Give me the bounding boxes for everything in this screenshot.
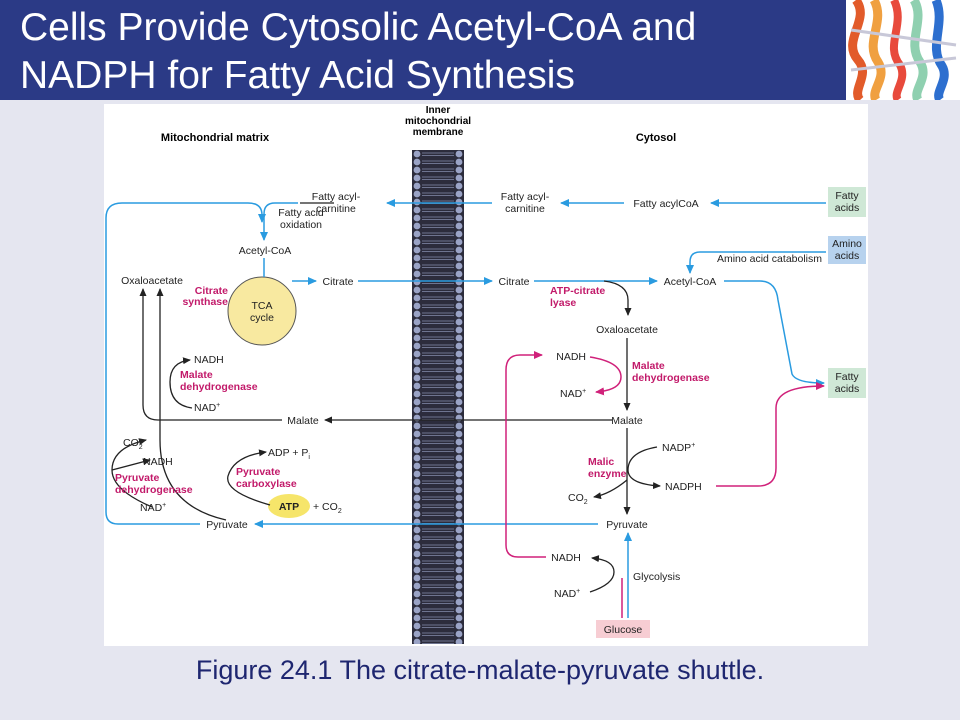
cytosol-acetyl-coa: Acetyl-CoA bbox=[664, 276, 717, 288]
matrix-malate-dehydrogenase-1: Malate bbox=[180, 369, 213, 381]
amino-acids-2: acids bbox=[835, 250, 860, 262]
fatty-acids-right-2: acids bbox=[835, 383, 860, 395]
amino-acids-1: Amino bbox=[832, 238, 862, 250]
membrane-label-3: membrane bbox=[413, 127, 464, 138]
glycolysis-nad: NAD+ bbox=[554, 588, 580, 600]
nadph-to-fatty-acids-arrow bbox=[716, 382, 825, 487]
cytosol-fatty-acyl-carnitine-2: carnitine bbox=[505, 203, 545, 215]
cytosol-co2: CO2 bbox=[568, 492, 588, 506]
fatty-acyl-coa: Fatty acylCoA bbox=[633, 198, 698, 210]
title-bar: Cells Provide Cytosolic Acetyl-CoA and N… bbox=[0, 0, 960, 104]
inner-membrane bbox=[412, 150, 464, 644]
nadp: NADP+ bbox=[662, 442, 695, 454]
glycolysis-label: Glycolysis bbox=[633, 571, 680, 583]
cytosol-malate: Malate bbox=[611, 415, 643, 427]
pyruvate-to-top-loop-arrow bbox=[105, 202, 266, 525]
fatty-acids-right-1: Fatty bbox=[835, 371, 859, 383]
cytosol-malate-dehydrogenase-1: Malate bbox=[632, 360, 665, 372]
atp-glow bbox=[268, 494, 310, 518]
membrane-label-1: Inner bbox=[426, 105, 451, 116]
matrix-fatty-acyl-carnitine-1: Fatty acyl- bbox=[312, 191, 361, 203]
cytosol-malate-dehydrogenase-arc bbox=[589, 356, 622, 396]
tca-cycle-1: TCA bbox=[252, 300, 273, 312]
amino-acids-box bbox=[828, 236, 866, 264]
cytosol-citrate: Citrate bbox=[499, 276, 530, 288]
matrix-label: Mitochondrial matrix bbox=[161, 132, 270, 144]
acetylcoa-to-fatty-acids-arrow bbox=[724, 280, 825, 387]
shuttle-diagram: Mitochondrial matrix Inner mitochondrial… bbox=[105, 105, 866, 644]
cytosol-nadh: NADH bbox=[556, 351, 586, 363]
figure-caption: Figure 24.1 The citrate-malate-pyruvate … bbox=[195, 655, 765, 685]
malate-to-oxaloacetate-arrow bbox=[139, 288, 282, 421]
slide-title: Cells Provide Cytosolic Acetyl-CoA and N… bbox=[20, 6, 697, 97]
matrix-malate-dehydrogenase-2: dehydrogenase bbox=[180, 381, 258, 393]
pyruvate-carboxylase-1: Pyruvate bbox=[236, 466, 281, 478]
atp-citrate-lyase-1: ATP-citrate bbox=[550, 285, 605, 297]
matrix-nadh: NADH bbox=[194, 354, 224, 366]
matrix-nad: NAD+ bbox=[194, 402, 220, 414]
malic-enzyme-2: enzyme bbox=[588, 468, 627, 480]
fatty-acids-top-box bbox=[828, 187, 866, 217]
cytosol-nad: NAD+ bbox=[560, 388, 586, 400]
membrane-label-2: mitochondrial bbox=[405, 116, 471, 127]
matrix-co2: CO2 bbox=[123, 437, 143, 451]
protein-structure-image bbox=[846, 0, 960, 104]
shuttle-diagram-panel: Mitochondrial matrix Inner mitochondrial… bbox=[104, 104, 868, 646]
matrix-malate-dehydrogenase-arc bbox=[169, 357, 193, 409]
tca-cycle-circle bbox=[227, 276, 297, 346]
nadph: NADPH bbox=[665, 481, 702, 493]
atp-label: ATP bbox=[279, 501, 299, 513]
atp-citrate-lyase-arc bbox=[603, 280, 632, 316]
glucose-box bbox=[596, 620, 650, 638]
fatty-acids-right-box bbox=[828, 368, 866, 398]
pdh-nad: NAD+ bbox=[140, 502, 166, 514]
pyruvate-carboxylase-2: carboxylase bbox=[236, 478, 297, 490]
amino-catabolism-to-acetylcoa-arrow bbox=[686, 251, 826, 274]
malic-enzyme-co2-arrow bbox=[593, 479, 628, 500]
citrate-synthase-2: synthase bbox=[182, 296, 228, 308]
glucose-label: Glucose bbox=[604, 624, 643, 636]
pdh-nadh: NADH bbox=[143, 456, 173, 468]
matrix-fatty-acyl-carnitine-2: carnitine bbox=[316, 203, 356, 215]
matrix-citrate: Citrate bbox=[323, 276, 354, 288]
matrix-malate: Malate bbox=[287, 415, 319, 427]
fatty-acids-top-1: Fatty bbox=[835, 190, 859, 202]
fatty-acid-oxidation-1: Fatty acid bbox=[278, 207, 324, 219]
malic-enzyme-arc bbox=[627, 446, 661, 490]
matrix-acetyl-coa: Acetyl-CoA bbox=[239, 245, 292, 257]
pyruvate-dehydrogenase-1: Pyruvate bbox=[115, 472, 160, 484]
citrate-synthase-1: Citrate bbox=[195, 285, 228, 297]
pyruvate-carboxylase-arc bbox=[227, 449, 271, 506]
cytosol-oxaloacetate: Oxaloacetate bbox=[596, 324, 658, 336]
glycolysis-nad-arc bbox=[589, 555, 615, 593]
pdh-co2-arrow bbox=[111, 458, 151, 471]
matrix-oxaloacetate: Oxaloacetate bbox=[121, 275, 183, 287]
cytosol-pyruvate: Pyruvate bbox=[606, 519, 648, 531]
tca-cycle-2: cycle bbox=[250, 312, 274, 324]
malic-enzyme-1: Malic bbox=[588, 456, 614, 468]
cytosol-fatty-acyl-carnitine-1: Fatty acyl- bbox=[501, 191, 550, 203]
cytosol-label: Cytosol bbox=[636, 132, 676, 144]
atp-citrate-lyase-2: lyase bbox=[550, 297, 576, 309]
pyruvate-dehydrogenase-2: dehydrogenase bbox=[115, 484, 193, 496]
glycolysis-nadh-loop bbox=[505, 351, 546, 558]
plus-co2: + CO2 bbox=[313, 501, 342, 515]
oxidation-to-acetylcoa-arrow bbox=[260, 202, 298, 241]
cytosol-malate-dehydrogenase-2: dehydrogenase bbox=[632, 372, 710, 384]
matrix-pyruvate: Pyruvate bbox=[206, 519, 248, 531]
glycolysis-nadh: NADH bbox=[551, 552, 581, 564]
adp-pi: ADP + Pi bbox=[268, 447, 310, 461]
fatty-acids-top-2: acids bbox=[835, 202, 860, 214]
amino-acid-catabolism: Amino acid catabolism bbox=[717, 253, 822, 265]
fatty-acid-oxidation-2: oxidation bbox=[280, 219, 322, 231]
pyruvate-carboxylase-to-oxaloacetate-arrow bbox=[156, 288, 227, 521]
